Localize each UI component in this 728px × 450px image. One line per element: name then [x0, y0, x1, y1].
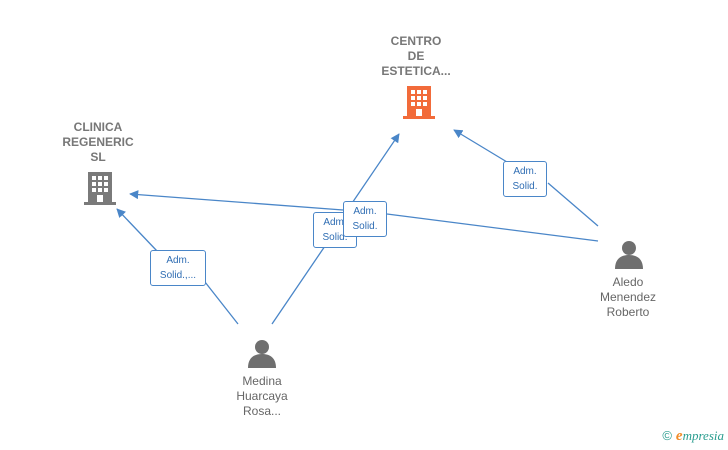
edge-label-medina-clinica[interactable]: Adm. Solid.,... [150, 250, 206, 286]
edge-label-aledo-clinica[interactable]: Adm. Solid. [343, 201, 387, 237]
copyright-symbol: © [662, 428, 672, 443]
person-label-aledo[interactable]: Aledo Menendez Roberto [599, 275, 657, 319]
edge-label-aledo-centro[interactable]: Adm. Solid. [503, 161, 547, 197]
company-label-centro[interactable]: CENTRO DE ESTETICA... [381, 34, 451, 78]
building-icon-centro [403, 86, 435, 119]
edge-aledo-centro [454, 130, 599, 227]
person-icon-aledo [615, 241, 643, 269]
edge-medina-centro [271, 134, 399, 325]
building-icon[interactable] [84, 170, 116, 211]
person-label-medina[interactable]: Medina Huarcaya Rosa... [236, 374, 288, 418]
edge-medina-clinica [117, 209, 239, 325]
person-icon[interactable] [614, 239, 644, 274]
brand-logo-text: mpresia [682, 428, 724, 443]
building-icon[interactable] [403, 84, 435, 125]
edge-aledo-clinica [130, 194, 599, 242]
person-icon[interactable] [247, 338, 277, 373]
company-label-clinica[interactable]: CLINICA REGENERIC SL [62, 120, 134, 164]
brand-logo-initial: e [675, 428, 683, 444]
brand-footer[interactable]: ©empresia [662, 428, 724, 445]
building-icon-clinica [84, 172, 116, 205]
person-icon-medina [248, 340, 276, 368]
